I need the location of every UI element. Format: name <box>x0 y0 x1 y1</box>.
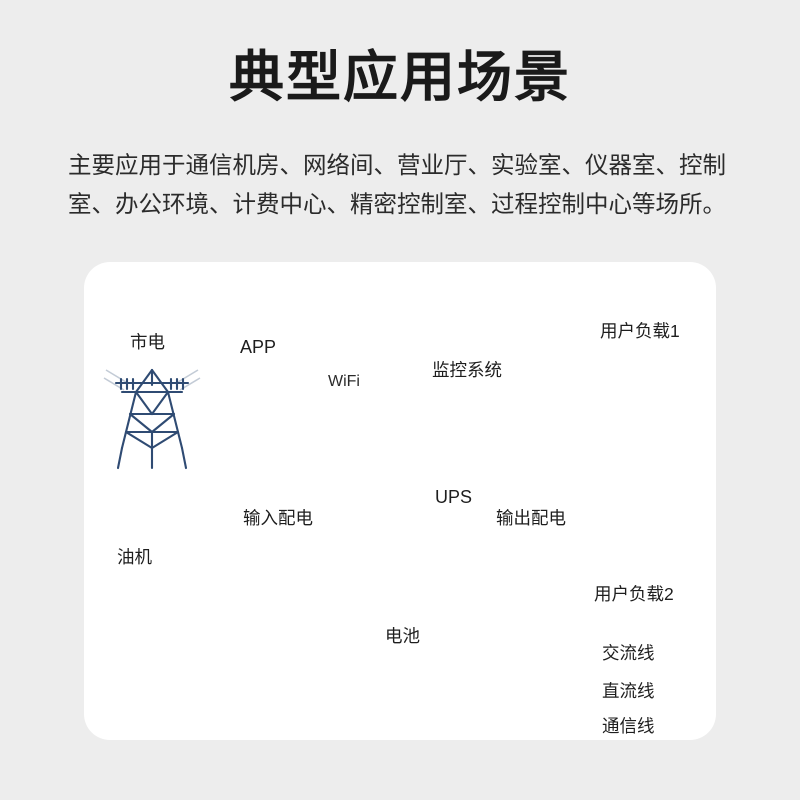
diagram-card <box>84 262 716 740</box>
label-load2: 用户负载2 <box>594 584 674 604</box>
page-title: 典型应用场景 <box>228 46 571 108</box>
label-generator: 油机 <box>117 547 152 567</box>
label-wifi: WiFi <box>328 373 360 390</box>
label-output-pdu: 输出配电 <box>496 508 566 528</box>
legend-label-dc: 直流线 <box>602 681 655 701</box>
label-monitoring: 监控系统 <box>432 360 502 380</box>
label-input-pdu: 输入配电 <box>243 508 313 528</box>
legend-label-ac: 交流线 <box>602 643 655 663</box>
label-mains: 市电 <box>130 332 165 352</box>
page-subtitle: 主要应用于通信机房、网络间、营业厅、实验室、仪器室、控制室、办公环境、计费中心、… <box>68 152 726 217</box>
label-battery: 电池 <box>385 626 420 646</box>
label-ups: UPS <box>435 487 473 507</box>
power-tower-icon <box>103 368 201 470</box>
legend-label-comm: 通信线 <box>602 716 655 736</box>
label-app: APP <box>240 337 277 357</box>
label-load1: 用户负载1 <box>600 321 680 341</box>
